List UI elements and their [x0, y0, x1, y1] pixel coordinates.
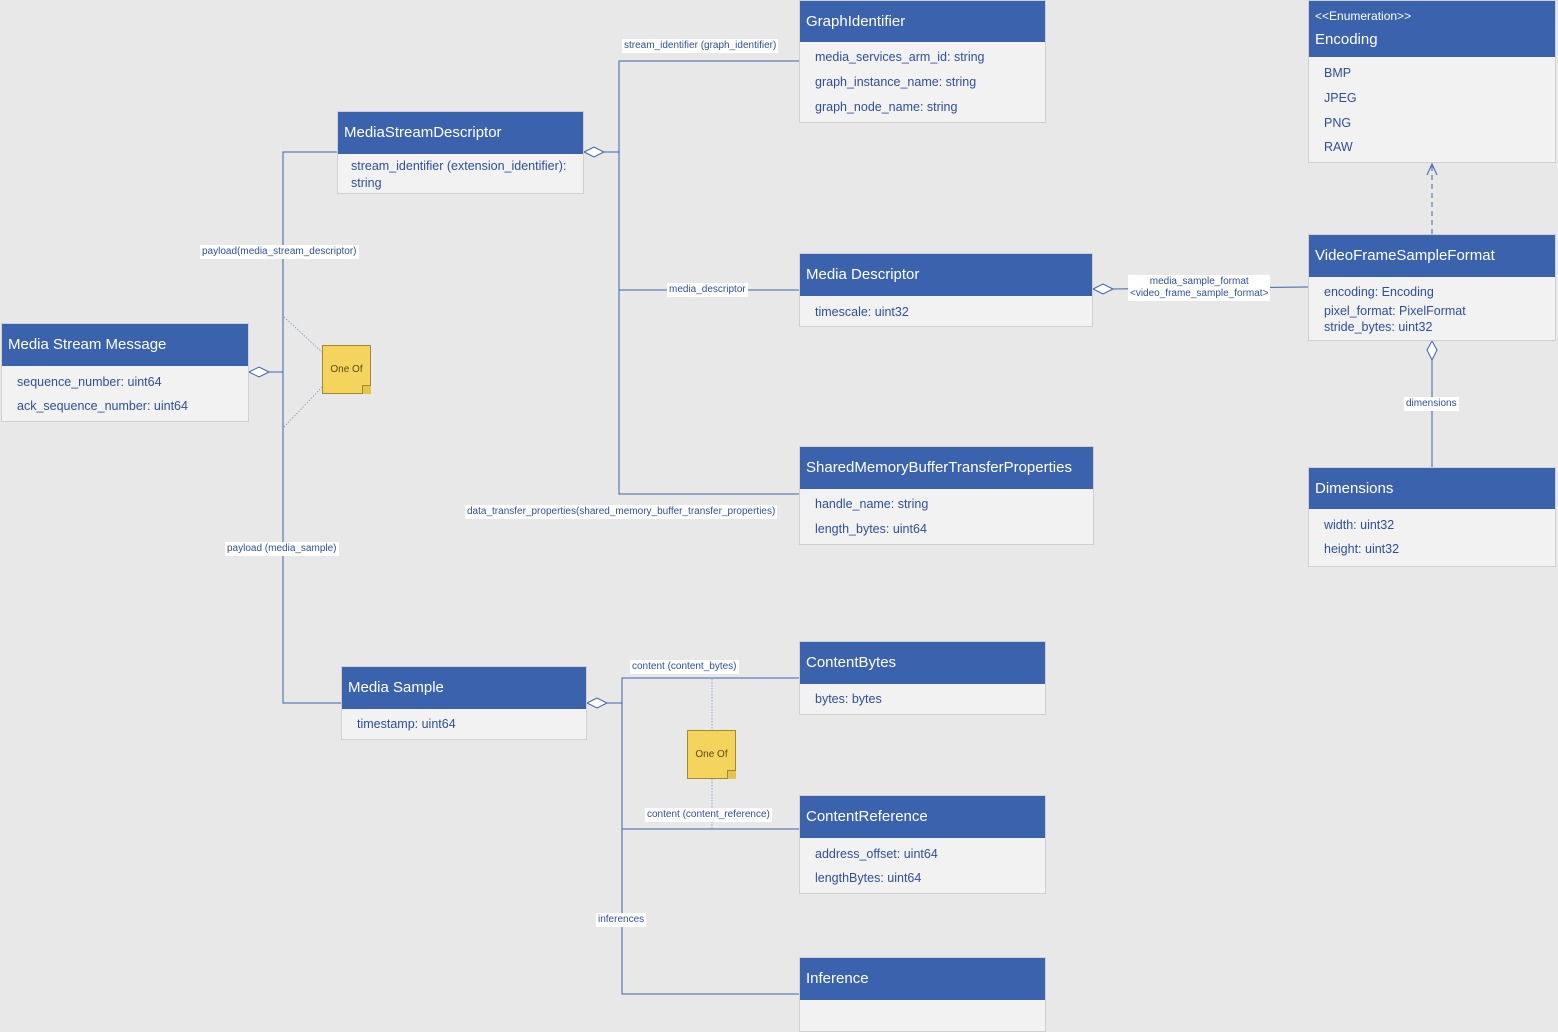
class-name: Inference: [806, 970, 869, 987]
connector-inferences[interactable]: [621, 829, 799, 995]
class-name: SharedMemoryBufferTransferProperties: [806, 459, 1072, 476]
class-encoding-enumeration[interactable]: <<Enumeration>> Encoding BMP JPEG PNG RA…: [1308, 0, 1556, 163]
note-fold-icon: [727, 770, 736, 779]
attribute: graph_instance_name: string: [815, 75, 977, 89]
attribute: media_services_arm_id: string: [815, 50, 985, 64]
class-name: ContentBytes: [806, 654, 897, 671]
class-content-bytes[interactable]: ContentBytes bytes: bytes: [799, 641, 1046, 715]
connector-media-descriptor[interactable]: [618, 152, 799, 291]
class-graph-identifier[interactable]: GraphIdentifier media_services_arm_id: s…: [799, 0, 1046, 123]
label-content-reference: content (content_reference): [645, 808, 772, 822]
connector-payload-descriptor[interactable]: [282, 151, 337, 372]
class-media-sample[interactable]: Media Sample timestamp: uint64: [341, 666, 587, 740]
attribute: pixel_format: PixelFormat: [1324, 304, 1466, 318]
class-media-descriptor[interactable]: Media Descriptor timescale: uint32: [799, 253, 1093, 327]
label-content-bytes: content (content_bytes): [630, 660, 739, 674]
label-stream-identifier-graph: stream_identifier (graph_identifier): [622, 39, 779, 53]
note-text: One Of: [330, 364, 363, 375]
attribute: stream_identifier (extension_identifier)…: [351, 159, 567, 173]
class-header: <<Enumeration>> Encoding: [1309, 1, 1555, 57]
attribute: stride_bytes: uint32: [1324, 320, 1433, 334]
attribute: bytes: bytes: [815, 692, 882, 706]
note-anchor-top-2: [283, 385, 324, 428]
label-data-transfer-properties: data_transfer_properties(shared_memory_b…: [465, 505, 778, 519]
note-anchor-top-1: [283, 316, 324, 354]
class-name: Encoding: [1315, 30, 1378, 48]
class-name: ContentReference: [806, 808, 928, 825]
attribute: address_offset: uint64: [815, 847, 938, 861]
class-name: VideoFrameSampleFormat: [1315, 247, 1495, 264]
class-header: Inference: [800, 958, 1045, 1000]
class-name: GraphIdentifier: [806, 12, 906, 30]
attribute: graph_node_name: string: [815, 100, 958, 114]
note-fold-icon: [362, 385, 371, 394]
class-name: Dimensions: [1315, 479, 1394, 497]
note-one-of-payload[interactable]: One Of: [322, 345, 371, 394]
label-payload-descriptor: payload(media_stream_descriptor): [200, 245, 359, 259]
enum-literal: BMP: [1324, 66, 1352, 80]
note-one-of-content[interactable]: One Of: [687, 730, 736, 779]
aggregation-diamond-descriptor: [582, 146, 606, 158]
label-line: media_sample_format: [1149, 276, 1249, 287]
class-header: MediaStreamDescriptor: [338, 112, 583, 154]
class-header: GraphIdentifier: [800, 1, 1045, 42]
attribute: string: [351, 176, 382, 190]
class-name: Media Sample: [348, 679, 444, 696]
attribute: lengthBytes: uint64: [815, 871, 922, 885]
class-header: ContentBytes: [800, 642, 1045, 684]
open-arrow-encoding: [1426, 162, 1438, 176]
class-name: Media Descriptor: [806, 266, 920, 283]
class-header: VideoFrameSampleFormat: [1309, 235, 1555, 277]
class-header: Dimensions: [1309, 468, 1555, 509]
attribute: handle_name: string: [815, 497, 929, 511]
label-line: <video_frame_sample_format>: [1130, 288, 1269, 299]
class-video-frame-sample-format[interactable]: VideoFrameSampleFormat encoding: Encodin…: [1308, 234, 1556, 341]
attribute: ack_sequence_number: uint64: [17, 399, 188, 413]
attribute: encoding: Encoding: [1324, 285, 1434, 299]
aggregation-diamond-message: [247, 366, 271, 378]
class-name: MediaStreamDescriptor: [344, 124, 502, 141]
connector-shared-memory[interactable]: [618, 290, 799, 495]
class-name: Media Stream Message: [8, 336, 167, 353]
enum-literal: RAW: [1324, 140, 1353, 154]
attribute: timestamp: uint64: [357, 717, 456, 731]
class-dimensions[interactable]: Dimensions width: uint32 height: uint32: [1308, 467, 1556, 567]
class-media-stream-descriptor[interactable]: MediaStreamDescriptor stream_identifier …: [337, 111, 584, 194]
attribute: height: uint32: [1324, 542, 1400, 556]
aggregation-diamond-media-descriptor: [1091, 283, 1115, 295]
connector-content-bytes[interactable]: [621, 677, 799, 703]
aggregation-diamond-sample: [585, 697, 609, 709]
connector-payload-sample[interactable]: [282, 372, 341, 704]
stereotype-label: <<Enumeration>>: [1315, 8, 1412, 23]
class-header: Media Stream Message: [2, 324, 248, 366]
label-inferences: inferences: [596, 913, 647, 927]
attribute: sequence_number: uint64: [17, 375, 162, 389]
class-inference[interactable]: Inference: [799, 957, 1046, 1032]
connector-graph-identifier[interactable]: [618, 60, 799, 152]
label-media-descriptor: media_descriptor: [667, 283, 748, 297]
class-header: Media Sample: [342, 667, 586, 709]
enum-literal: JPEG: [1324, 91, 1357, 105]
enum-literal: PNG: [1324, 116, 1352, 130]
label-media-sample-format: media_sample_format <video_frame_sample_…: [1128, 275, 1271, 301]
class-content-reference[interactable]: ContentReference address_offset: uint64 …: [799, 795, 1046, 894]
class-media-stream-message[interactable]: Media Stream Message sequence_number: ui…: [1, 323, 249, 422]
class-shared-memory-buffer-transfer-properties[interactable]: SharedMemoryBufferTransferProperties han…: [799, 446, 1094, 545]
aggregation-diamond-video-format: [1426, 339, 1438, 362]
class-header: SharedMemoryBufferTransferProperties: [800, 447, 1093, 489]
label-payload-sample: payload (media_sample): [225, 542, 339, 556]
attribute: length_bytes: uint64: [815, 522, 927, 536]
class-header: ContentReference: [800, 796, 1045, 838]
attribute: timescale: uint32: [815, 305, 909, 319]
note-text: One Of: [695, 749, 728, 760]
class-header: Media Descriptor: [800, 254, 1092, 296]
label-dimensions: dimensions: [1404, 397, 1459, 411]
attribute: width: uint32: [1324, 518, 1395, 532]
